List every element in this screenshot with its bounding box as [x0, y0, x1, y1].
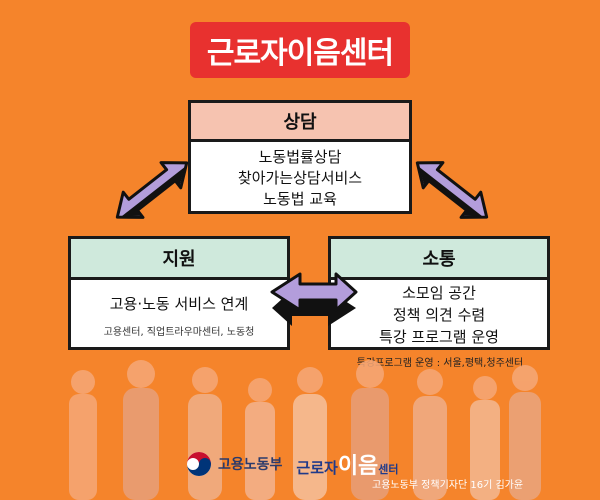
worker-figure: [470, 376, 500, 500]
center-logo-prefix: 근로자: [296, 459, 338, 477]
page-title: 근로자이음센터: [190, 22, 410, 78]
worker-figure: [509, 365, 541, 500]
support-heading: 지원: [71, 239, 287, 280]
communication-line: 소모임 공간: [402, 284, 476, 302]
arrow-support-communication-icon: [270, 272, 358, 326]
program-note: 특강프로그램 운영 : 서울,평택,청주센터: [356, 358, 524, 369]
worker-figure: [69, 370, 97, 500]
worker-figure: [245, 378, 275, 500]
counsel-body: 노동법률상담 찾아가는상담서비스 노동법 교육: [191, 142, 409, 214]
support-body: 고용·노동 서비스 연계 고용센터, 직업트라우마센터, 노동청: [71, 280, 287, 350]
worker-figure: [413, 369, 447, 500]
communication-box: 소통 소모임 공간 정책 의견 수렴 특강 프로그램 운영: [328, 236, 550, 350]
workers-illustration: [69, 360, 541, 500]
communication-body: 소모임 공간 정책 의견 수렴 특강 프로그램 운영: [331, 280, 547, 350]
counsel-line: 노동법 교육: [263, 189, 337, 208]
support-box: 지원 고용·노동 서비스 연계 고용센터, 직업트라우마센터, 노동청: [68, 236, 290, 350]
worker-figure: [293, 367, 327, 500]
support-sub: 고용센터, 직업트라우마센터, 노동청: [103, 326, 255, 338]
footer-logo: 고용노동부 근로자이음센터: [186, 448, 399, 480]
arrow-counsel-communication-icon: [415, 161, 489, 219]
center-logo: 근로자이음센터: [296, 448, 398, 480]
communication-line: 정책 의견 수렴: [392, 306, 486, 324]
center-logo-suffix: 센터: [378, 463, 399, 476]
counsel-box: 상담 노동법률상담 찾아가는상담서비스 노동법 교육: [188, 100, 412, 214]
counsel-heading: 상담: [191, 103, 409, 142]
footer-credit: 고용노동부 정책기자단 16기 김가윤: [372, 480, 524, 491]
support-main: 고용·노동 서비스 연계: [109, 294, 249, 313]
worker-figure: [351, 360, 389, 500]
arrow-counsel-support-icon: [115, 161, 189, 219]
counsel-line: 노동법률상담: [258, 147, 342, 166]
worker-figure: [123, 360, 159, 500]
communication-line: 특강 프로그램 운영: [379, 328, 499, 346]
worker-figure: [188, 367, 222, 500]
communication-heading: 소통: [331, 239, 547, 280]
taegeuk-emblem-icon: [187, 452, 211, 476]
counsel-line: 찾아가는상담서비스: [237, 168, 363, 187]
ministry-name: 고용노동부: [218, 457, 283, 473]
center-logo-highlight: 이음: [337, 454, 379, 479]
